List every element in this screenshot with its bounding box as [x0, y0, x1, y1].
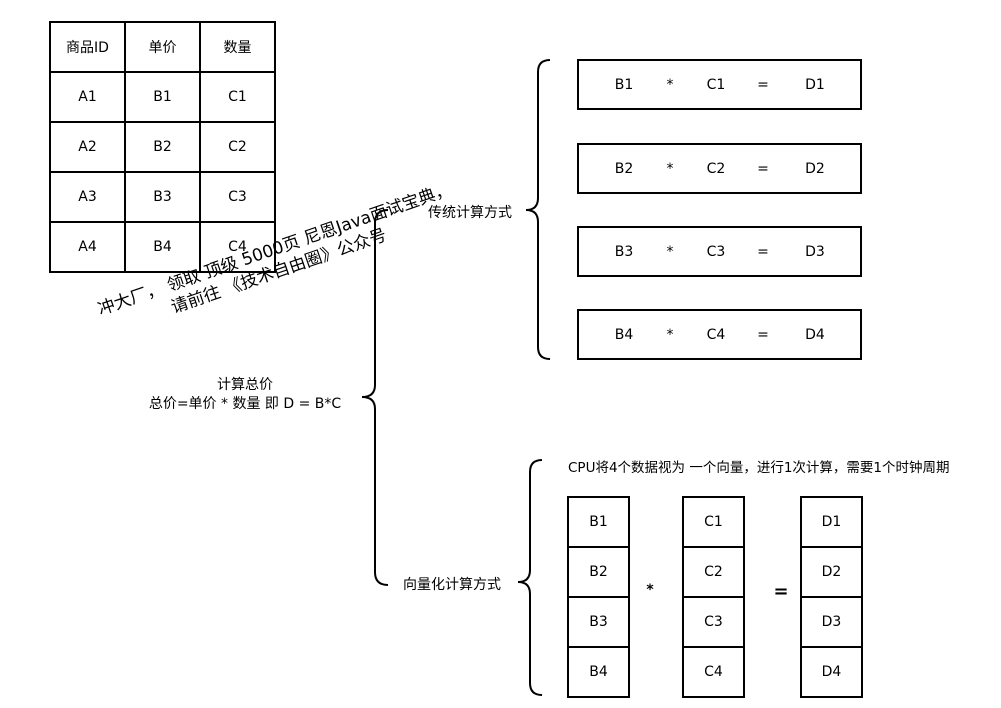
table-cell: C1: [228, 89, 247, 105]
table-header-id: 商品ID: [66, 40, 109, 56]
table-cell: A2: [78, 139, 97, 155]
table-cell: B2: [153, 139, 172, 155]
table-cell: B1: [153, 89, 172, 105]
traditional-b: B3: [614, 243, 634, 260]
traditional-c: C4: [706, 326, 726, 343]
vector-c-cell: C3: [704, 614, 723, 630]
traditional-op: *: [666, 326, 674, 343]
vector-d-cell: D1: [821, 514, 842, 530]
vector-c-cell: C4: [704, 664, 723, 680]
vector-equals-sign: =: [773, 580, 789, 602]
traditional-eq: =: [757, 326, 769, 343]
traditional-op: *: [666, 243, 674, 260]
vector-d-cell: D4: [821, 664, 842, 680]
vectorized-brace: [517, 459, 543, 696]
vector-boxes: [567, 496, 863, 698]
vector-b-cell: B3: [589, 614, 608, 630]
traditional-b: B4: [614, 326, 634, 343]
main-brace: [361, 209, 389, 586]
traditional-brace: [525, 59, 551, 360]
vector-b-cell: B2: [589, 564, 608, 580]
traditional-d: D2: [805, 160, 825, 177]
traditional-label: 传统计算方式: [428, 205, 512, 221]
vector-c-cell: C2: [704, 564, 723, 580]
table-cell: B3: [153, 189, 172, 205]
vector-c-cell: C1: [704, 514, 723, 530]
center-title: 计算总价: [217, 377, 273, 393]
traditional-d: D4: [805, 326, 825, 343]
traditional-c: C1: [706, 76, 726, 93]
table-header-price: 单价: [148, 40, 177, 56]
traditional-eq: =: [757, 160, 769, 177]
traditional-d: D1: [805, 76, 825, 93]
table-cell: C2: [228, 139, 247, 155]
vectorized-note: CPU将4个数据视为 一个向量，进行1次计算，需要1个时钟周期: [568, 460, 950, 476]
traditional-eq: =: [757, 76, 769, 93]
table-cell: B4: [153, 239, 172, 255]
table-cell: A3: [78, 189, 97, 205]
traditional-c: C2: [706, 160, 726, 177]
traditional-b: B2: [614, 160, 634, 177]
vector-b-cell: B4: [589, 664, 608, 680]
traditional-c: C3: [706, 243, 726, 260]
traditional-op: *: [666, 160, 674, 177]
table-cell: A4: [78, 239, 97, 255]
traditional-op: *: [666, 76, 674, 93]
vector-b-cell: B1: [589, 514, 608, 530]
table-header-qty: 数量: [223, 40, 252, 56]
vectorized-label: 向量化计算方式: [403, 577, 501, 593]
traditional-eq: =: [757, 243, 769, 260]
traditional-boxes: [577, 59, 862, 360]
table-cell: C4: [228, 239, 247, 255]
traditional-b: B1: [614, 76, 634, 93]
table-cell: A1: [78, 89, 97, 105]
vector-d-cell: D2: [821, 564, 842, 580]
product-table-grid: [49, 21, 276, 273]
traditional-d: D3: [805, 243, 825, 260]
vector-d-cell: D3: [821, 614, 842, 630]
vector-multiply-sign: *: [646, 582, 654, 598]
center-formula: 总价=单价 * 数量 即 D = B*C: [148, 396, 342, 412]
table-cell: C3: [228, 189, 247, 205]
